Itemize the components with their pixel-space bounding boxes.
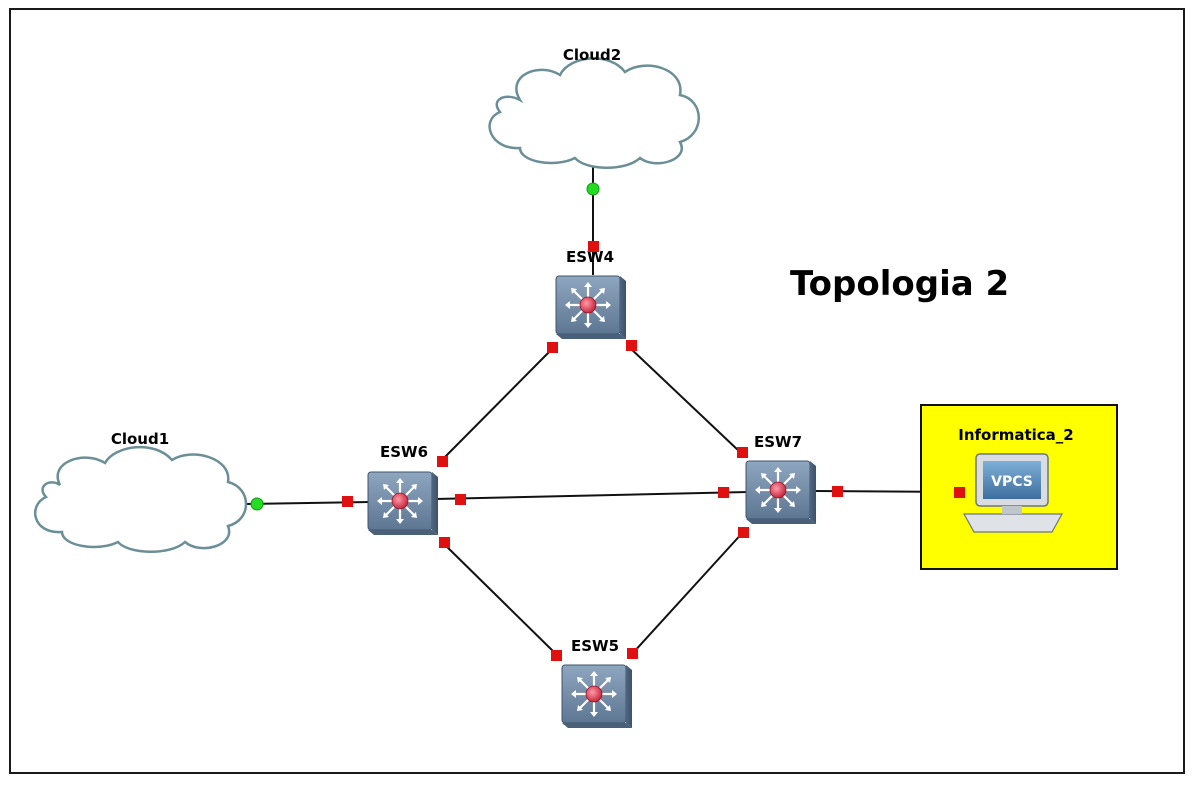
- switch-esw5[interactable]: ESW5: [560, 637, 634, 730]
- cloud-icon: [488, 57, 700, 169]
- port-indicator: [547, 342, 558, 353]
- multilayer-switch-icon: [366, 470, 440, 537]
- cloud-icon: [34, 445, 248, 553]
- port-indicator: [954, 487, 965, 498]
- node-label-esw6: ESW6: [380, 443, 428, 461]
- port-up-indicator: [250, 497, 264, 511]
- diagram-title: Topologia 2: [790, 264, 1009, 304]
- node-label-cloud1: Cloud1: [111, 430, 169, 448]
- computer-icon: [962, 453, 1064, 533]
- port-indicator: [832, 486, 843, 497]
- port-indicator: [455, 494, 466, 505]
- port-indicator: [626, 340, 637, 351]
- node-label-informatica-2: Informatica_2: [958, 426, 1074, 444]
- port-indicator: [588, 241, 599, 252]
- cloud1-node[interactable]: Cloud1: [34, 430, 248, 553]
- link-esw7-esw5: [631, 529, 746, 655]
- port-indicator: [437, 456, 448, 467]
- port-indicator: [737, 447, 748, 458]
- port-indicator: [627, 648, 638, 659]
- switch-esw7[interactable]: ESW7: [744, 433, 818, 526]
- multilayer-switch-icon: [560, 663, 634, 730]
- port-indicator: [738, 527, 749, 538]
- pc-informatica-2[interactable]: Informatica_2 VPCS: [920, 404, 1118, 570]
- vpcs-screen-text: VPCS: [991, 474, 1033, 490]
- node-label-esw7: ESW7: [754, 433, 802, 451]
- switch-esw4[interactable]: ESW4: [554, 248, 628, 341]
- node-label-cloud2: Cloud2: [563, 46, 621, 64]
- link-esw4-esw7: [627, 345, 741, 453]
- node-label-esw5: ESW5: [571, 637, 619, 655]
- port-indicator: [718, 487, 729, 498]
- multilayer-switch-icon: [554, 274, 628, 341]
- cloud2-node[interactable]: Cloud2: [488, 46, 700, 169]
- highlight-box: [920, 404, 1118, 570]
- link-esw6-esw7: [434, 491, 749, 500]
- link-esw4-esw6: [439, 345, 556, 463]
- node-label-esw4: ESW4: [566, 248, 614, 266]
- port-up-indicator: [586, 182, 600, 196]
- switch-esw6[interactable]: ESW6: [366, 443, 440, 537]
- port-indicator: [342, 496, 353, 507]
- multilayer-switch-icon: [744, 459, 818, 526]
- port-indicator: [551, 650, 562, 661]
- link-esw6-esw5: [439, 539, 559, 657]
- port-indicator: [439, 537, 450, 548]
